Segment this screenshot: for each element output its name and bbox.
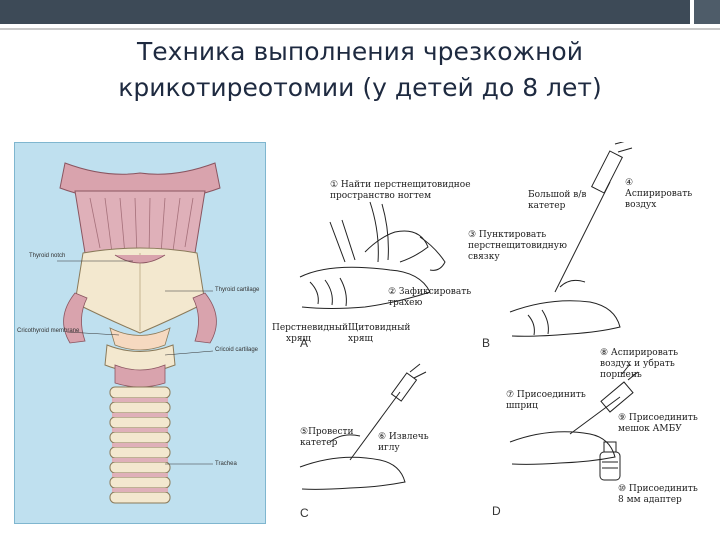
label-trachea: Trachea (215, 461, 237, 468)
header-bar-main (0, 0, 690, 24)
panel-c-letter: C (300, 506, 309, 520)
slide-header-bar (0, 0, 720, 34)
header-bar-corner (694, 0, 720, 24)
title-line-1: Техника выполнения чрезкожной (40, 34, 680, 70)
label-cricoid-cartilage: Cricoid cartilage (215, 347, 258, 354)
panel-d-letter: D (492, 504, 501, 518)
label-thyroid-cartilage: Thyroid cartilage (215, 287, 259, 294)
label-thyroid-notch: Thyroid notch (29, 253, 65, 260)
panel-b-letter: B (482, 336, 490, 350)
larynx-anatomy-figure: Thyroid notch Thyroid cartilage Cricothy… (14, 142, 266, 524)
header-divider (0, 28, 720, 30)
title-line-2: крикотиреотомии (у детей до 8 лет) (40, 70, 680, 106)
label-cricothyroid-membrane: Cricothyroid membrane (17, 328, 79, 335)
slide-title: Техника выполнения чрезкожной крикотирео… (40, 34, 680, 106)
